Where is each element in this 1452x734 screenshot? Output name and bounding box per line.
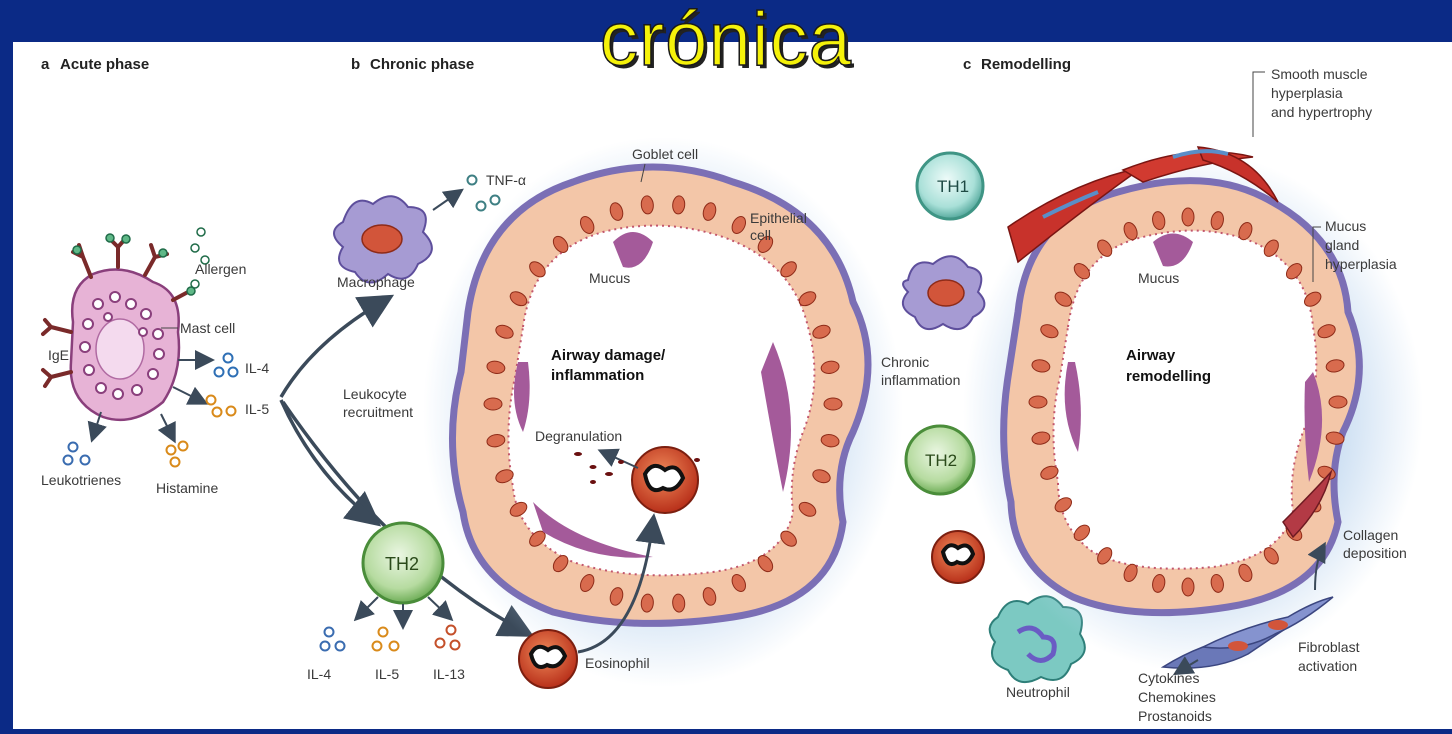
collagen-line1: Collagen [1343, 527, 1398, 543]
fibroblast-line2: activation [1298, 658, 1357, 674]
goblet-cell-label: Goblet cell [632, 146, 698, 162]
il4-acute-label: IL-4 [245, 360, 269, 376]
leukocyte-label-line1: Leukocyte [343, 386, 407, 402]
allergen-label: Allergen [195, 261, 246, 277]
il5-chronic-label: IL-5 [375, 666, 399, 682]
epithelial-nucleus [824, 398, 842, 410]
mucus-remodelling-label: Mucus [1138, 270, 1179, 286]
mucus-gland-line3: hyperplasia [1325, 256, 1397, 272]
chemokines-label: Chemokines [1138, 689, 1216, 705]
smooth-muscle-line3: and hypertrophy [1271, 104, 1372, 120]
chronic-inflammation-line2: inflammation [881, 372, 960, 388]
th1-label: TH1 [937, 177, 969, 196]
diagram-panel: a Acute phase b Chronic phase c Remodell… [13, 42, 1452, 729]
airway-remodelling-line2: remodelling [1126, 368, 1211, 385]
fibroblast-line1: Fibroblast [1298, 639, 1360, 655]
histamine-label: Histamine [156, 480, 218, 496]
eosinophil-cell [519, 630, 577, 688]
il5-acute-label: IL-5 [245, 401, 269, 417]
airway-lumen-remodelling [1053, 231, 1316, 569]
eosinophil-label: Eosinophil [585, 655, 650, 671]
epithelial-nucleus [1029, 396, 1047, 408]
leukocyte-label-line2: recruitment [343, 404, 413, 420]
neutrophil-label: Neutrophil [1006, 684, 1070, 700]
airway-remodelling-line1: Airway [1126, 347, 1176, 364]
th2-cell-chronic: TH2 [363, 523, 443, 603]
il4-chronic-label: IL-4 [307, 666, 331, 682]
cytokines-label: Cytokines [1138, 670, 1199, 686]
chronic-inflammation-line1: Chronic [881, 354, 929, 370]
th1-cell: TH1 [917, 153, 983, 219]
epithelial-nucleus [1182, 578, 1194, 596]
airway-damage-line2: inflammation [551, 367, 644, 384]
epithelial-label-line2: cell [750, 227, 771, 243]
airway-damage-line1: Airway damage/ [551, 347, 666, 364]
degranulation-label: Degranulation [535, 428, 622, 444]
mast-cell-label: Mast cell [180, 320, 235, 336]
slide-title: crónica [0, 0, 1452, 88]
mucus-chronic-label: Mucus [589, 270, 630, 286]
leukotrienes-label: Leukotrienes [41, 472, 121, 488]
il13-chronic-label: IL-13 [433, 666, 465, 682]
tnf-alpha-label: TNF-α [486, 172, 526, 188]
th2-chronic-label: TH2 [385, 554, 419, 574]
macrophage-remodelling [903, 256, 985, 329]
ige-label: IgE [48, 347, 69, 363]
th2-remodelling-label: TH2 [925, 451, 957, 470]
th2-cell-remodelling: TH2 [906, 426, 974, 494]
epithelial-nucleus [1329, 396, 1347, 408]
epithelial-nucleus [484, 398, 502, 410]
epithelial-label-line1: Epithelial [750, 210, 807, 226]
asthma-phases-diagram: a Acute phase b Chronic phase c Remodell… [13, 42, 1452, 729]
eosinophil-remodelling [932, 531, 984, 583]
mucus-gland-line2: gland [1325, 237, 1359, 253]
mucus-gland-line1: Mucus [1325, 218, 1366, 234]
prostanoids-label: Prostanoids [1138, 708, 1212, 724]
macrophage-label: Macrophage [337, 274, 415, 290]
eosinophil-degranulating [632, 447, 698, 513]
macrophage-cell [334, 196, 432, 282]
epithelial-nucleus [1182, 208, 1194, 226]
collagen-line2: deposition [1343, 545, 1407, 561]
